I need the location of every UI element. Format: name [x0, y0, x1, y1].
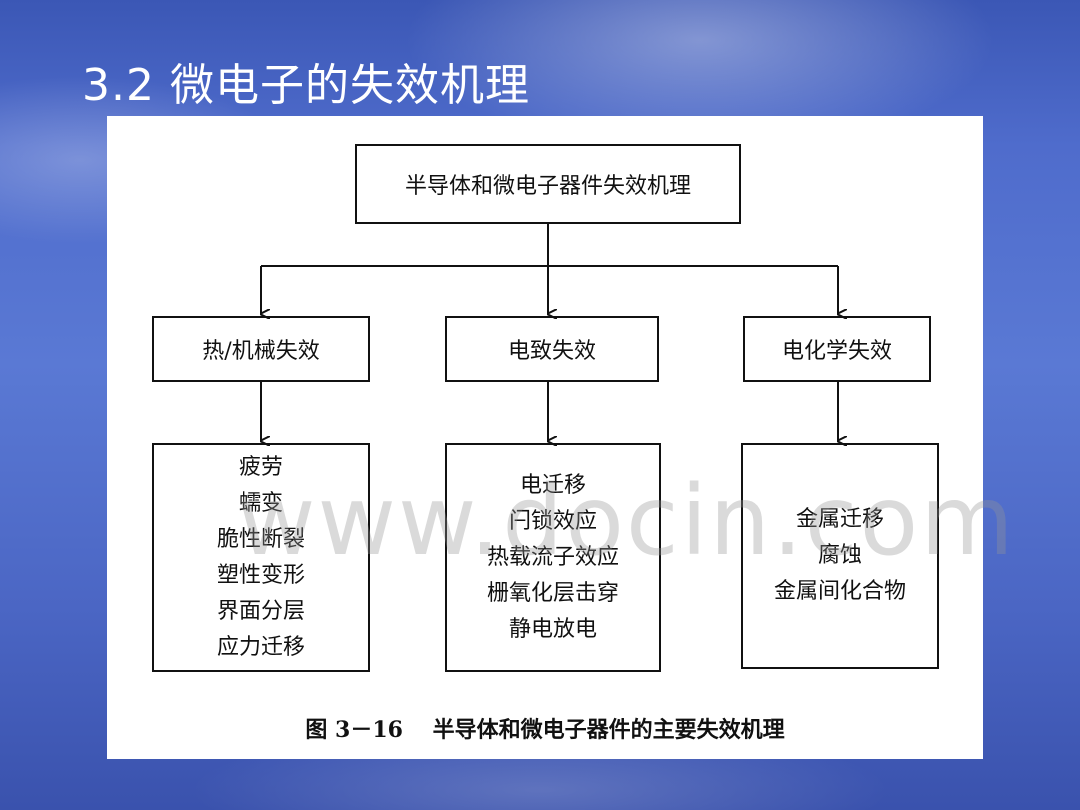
list-thermal-mechanical: 疲劳 蠕变 脆性断裂 塑性变形 界面分层 应力迁移 [152, 443, 370, 672]
root-node: 半导体和微电子器件失效机理 [355, 144, 741, 224]
list-item: 静电放电 [508, 616, 597, 642]
category-thermal-mechanical: 热/机械失效 [152, 316, 370, 382]
list-item: 热载流子效应 [486, 544, 619, 570]
slide-title: 3.2 微电子的失效机理 [82, 60, 530, 111]
list-electrical: 电迁移 闩锁效应 热载流子效应 栅氧化层击穿 静电放电 [445, 443, 661, 672]
category-electrochemical: 电化学失效 [743, 316, 931, 382]
list-item: 界面分层 [216, 598, 305, 624]
connector-lines [260, 224, 983, 759]
list-item: 塑性变形 [216, 562, 305, 588]
list-item: 栅氧化层击穿 [486, 580, 619, 606]
list-item: 电迁移 [519, 472, 586, 498]
list-item: 蠕变 [238, 490, 283, 516]
list-item: 应力迁移 [216, 634, 305, 660]
list-item: 腐蚀 [817, 543, 862, 568]
category-electrical: 电致失效 [445, 316, 659, 382]
list-item: 金属迁移 [795, 507, 884, 532]
list-electrochemical: 金属迁移 腐蚀 金属间化合物 [741, 443, 939, 669]
diagram-panel: 半导体和微电子器件失效机理 热/机械失效 电致失效 电化学失效 疲劳 蠕变 脆性… [107, 116, 1014, 759]
list-item: 脆性断裂 [216, 526, 305, 552]
list-item: 金属间化合物 [773, 579, 906, 604]
list-item: 闩锁效应 [508, 508, 597, 534]
figure-caption: 图 3－16 半导体和微电子器件的主要失效机理 [305, 717, 785, 743]
list-item: 疲劳 [238, 454, 283, 480]
